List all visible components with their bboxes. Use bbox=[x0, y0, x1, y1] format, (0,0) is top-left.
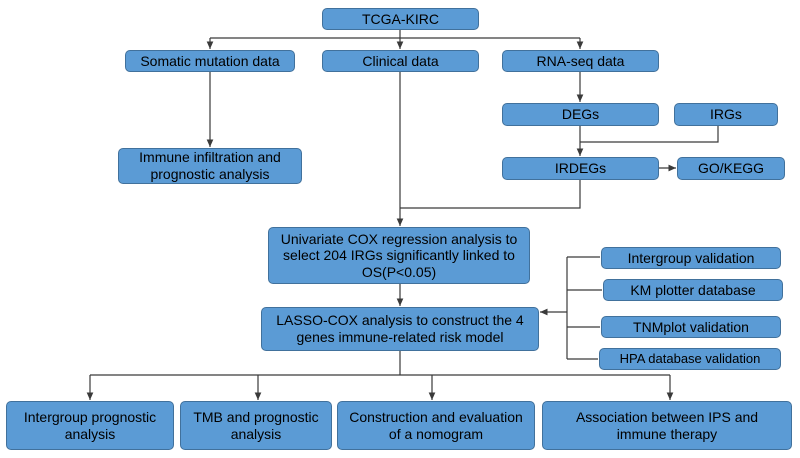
node-irdegs: IRDEGs bbox=[502, 157, 659, 180]
node-intergroup-prognostic: Intergroup prognostic analysis bbox=[6, 401, 174, 450]
node-lasso-cox: LASSO-COX analysis to construct the 4 ge… bbox=[261, 307, 539, 351]
node-km-plotter: KM plotter database bbox=[603, 279, 783, 301]
node-rnaseq-data: RNA-seq data bbox=[502, 50, 659, 72]
node-tmb-prognostic: TMB and prognostic analysis bbox=[180, 401, 332, 450]
node-clinical-data: Clinical data bbox=[322, 50, 479, 72]
node-univariate-cox: Univariate COX regression analysis to se… bbox=[268, 227, 530, 284]
connector-irdegs-to-univariate bbox=[400, 180, 581, 209]
node-immune-infiltration: Immune infiltration and prognostic analy… bbox=[118, 148, 302, 184]
node-irgs: IRGs bbox=[674, 103, 778, 126]
node-degs: DEGs bbox=[502, 103, 659, 126]
arrow-irgs-to-irdegs bbox=[580, 126, 719, 143]
node-somatic-mutation: Somatic mutation data bbox=[125, 50, 295, 72]
node-ips-immunotherapy: Association between IPS and immune thera… bbox=[542, 401, 792, 450]
node-hpa-validation: HPA database validation bbox=[599, 348, 781, 370]
node-intergroup-validation: Intergroup validation bbox=[601, 247, 781, 269]
node-tcga-kirc: TCGA-KIRC bbox=[322, 8, 479, 30]
node-nomogram: Construction and evaluation of a nomogra… bbox=[337, 401, 535, 450]
node-tnmplot-validation: TNMplot validation bbox=[601, 316, 781, 338]
node-go-kegg: GO/KEGG bbox=[677, 157, 785, 180]
